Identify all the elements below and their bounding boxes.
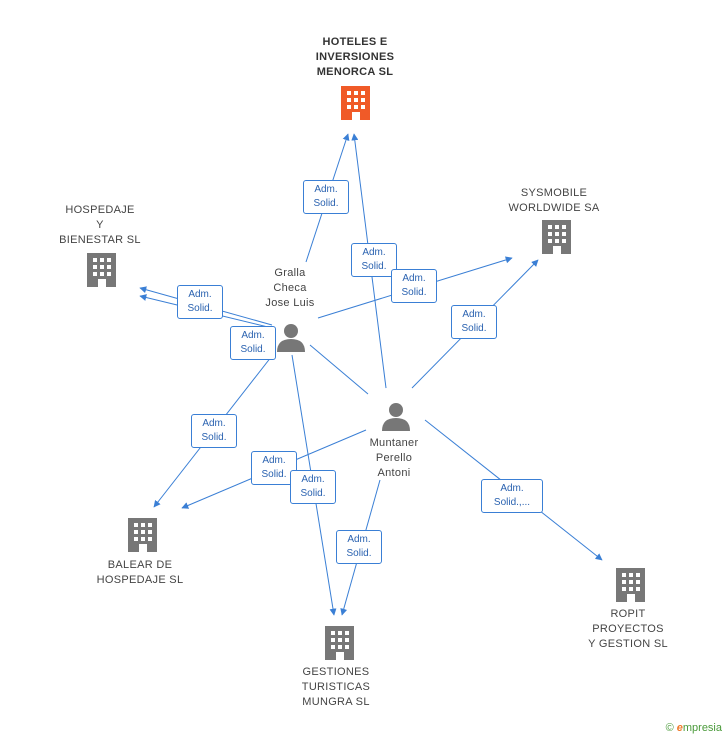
edge-label-gralla-hospedaje-2[interactable]: Adm. Solid.	[230, 326, 276, 360]
edge-label-gralla-hospedaje-1[interactable]: Adm. Solid.	[177, 285, 223, 319]
edge-label-muntaner-ropit[interactable]: Adm. Solid.,...	[481, 479, 543, 513]
node-label-sysmobile[interactable]: SYSMOBILE WORLDWIDE SA	[508, 187, 600, 214]
brand-name: mpresia	[682, 722, 722, 734]
building-icon-gestiones[interactable]	[325, 626, 354, 660]
building-icon-ropit[interactable]	[616, 568, 645, 602]
copyright-symbol: ©	[665, 722, 674, 734]
empresia-logo: © empresia	[666, 722, 722, 734]
edge-label-gralla-sysmobile[interactable]: Adm. Solid.	[391, 269, 437, 303]
node-label-muntaner[interactable]: Muntaner Perello Antoni	[369, 437, 419, 479]
person-icon-muntaner[interactable]	[382, 403, 410, 431]
edge-label-muntaner-sysmobile[interactable]: Adm. Solid.	[451, 305, 497, 339]
building-icon-hospedaje[interactable]	[87, 253, 116, 287]
node-label-gestiones[interactable]: GESTIONES TURISTICAS MUNGRA SL	[301, 666, 371, 708]
building-icon-hoteles[interactable]	[341, 86, 370, 120]
node-label-balear[interactable]: BALEAR DE HOSPEDAJE SL	[96, 559, 184, 586]
building-icon-balear[interactable]	[128, 518, 157, 552]
edge-label-gralla-hoteles[interactable]: Adm. Solid.	[303, 180, 349, 214]
building-icon-sysmobile[interactable]	[542, 220, 571, 254]
edge-gralla-muntaner	[309, 344, 369, 395]
node-label-ropit[interactable]: ROPIT PROYECTOS Y GESTION SL	[588, 608, 668, 650]
edge-label-gralla-balear[interactable]: Adm. Solid.	[191, 414, 237, 448]
node-label-hospedaje[interactable]: HOSPEDAJE Y BIENESTAR SL	[59, 204, 141, 246]
node-label-hoteles[interactable]: HOTELES E INVERSIONES MENORCA SL	[315, 36, 395, 78]
person-icon-gralla[interactable]	[277, 324, 305, 352]
edge-label-muntaner-hoteles[interactable]: Adm. Solid.	[351, 243, 397, 277]
edge-label-muntaner-gestiones[interactable]: Adm. Solid.	[336, 530, 382, 564]
brand-first-letter: e	[676, 722, 683, 734]
edge-label-muntaner-balear[interactable]: Adm. Solid.	[251, 451, 297, 485]
edge-label-gralla-gestiones[interactable]: Adm. Solid.	[290, 470, 336, 504]
node-label-gralla[interactable]: Gralla Checa Jose Luis	[265, 267, 315, 309]
